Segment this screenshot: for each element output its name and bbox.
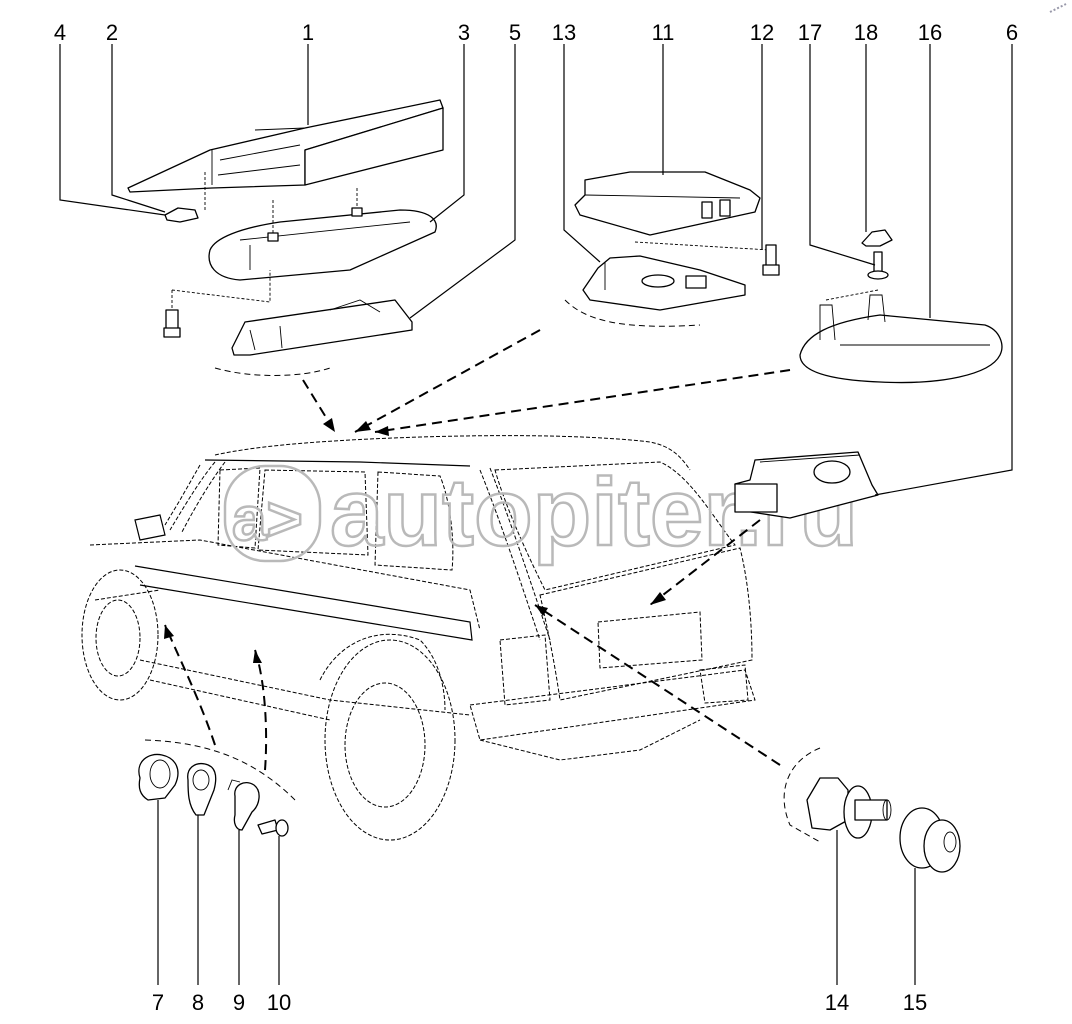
part-14-switch [806, 777, 892, 839]
callout-2: 2 [106, 20, 118, 45]
callout-5: 5 [509, 20, 521, 45]
part-10-screw [257, 819, 289, 837]
callout-12: 12 [750, 20, 774, 45]
leader-lines [59, 44, 1013, 985]
part-3-lamp-housing [208, 188, 437, 281]
callout-8: 8 [192, 990, 204, 1015]
part-13-lamp-assembly [564, 241, 771, 327]
part-8-gasket [187, 762, 217, 816]
watermark-logo-frame [223, 464, 322, 563]
callout-9: 9 [233, 990, 245, 1015]
callout-15: 15 [903, 990, 927, 1015]
part-7-boot [138, 753, 179, 801]
callout-14: 14 [825, 990, 849, 1015]
callout-7: 7 [152, 990, 164, 1015]
part-1-lamp-cover [127, 99, 444, 193]
callout-3: 3 [458, 20, 470, 45]
part-11-lamp-lens [574, 171, 761, 236]
part-6-luggage-lamp [734, 451, 879, 519]
assembly-arrows [164, 329, 791, 771]
callout-11: 11 [652, 20, 675, 45]
vehicle-outline [81, 435, 756, 841]
callout-18: 18 [854, 20, 878, 45]
callout-16: 16 [918, 20, 942, 45]
callouts-top: 4 2 1 3 5 13 11 12 17 18 16 6 [54, 20, 1018, 45]
callout-10: 10 [267, 990, 291, 1015]
door-switch-group-arc [144, 739, 296, 801]
part-12-screw [762, 244, 780, 276]
part-2-clip [164, 172, 206, 223]
part-9-door-switch [227, 779, 260, 831]
callout-6: 6 [1006, 20, 1018, 45]
part-15-cap [899, 807, 961, 873]
part-5-lamp-base [214, 299, 413, 376]
part-18-clip [861, 229, 893, 247]
part-4-screw [163, 270, 271, 338]
callout-17: 17 [798, 20, 822, 45]
part-16-dome-lamp [799, 289, 1003, 384]
part-17-screw [867, 251, 889, 280]
corner-mark [1049, 3, 1067, 13]
watermark-logo: a> [232, 485, 303, 554]
callouts-bottom: 7 8 9 10 14 15 [152, 990, 927, 1015]
switch-group-arc [783, 747, 821, 843]
callout-13: 13 [552, 20, 576, 45]
callout-4: 4 [54, 20, 66, 45]
callout-1: 1 [302, 20, 314, 45]
